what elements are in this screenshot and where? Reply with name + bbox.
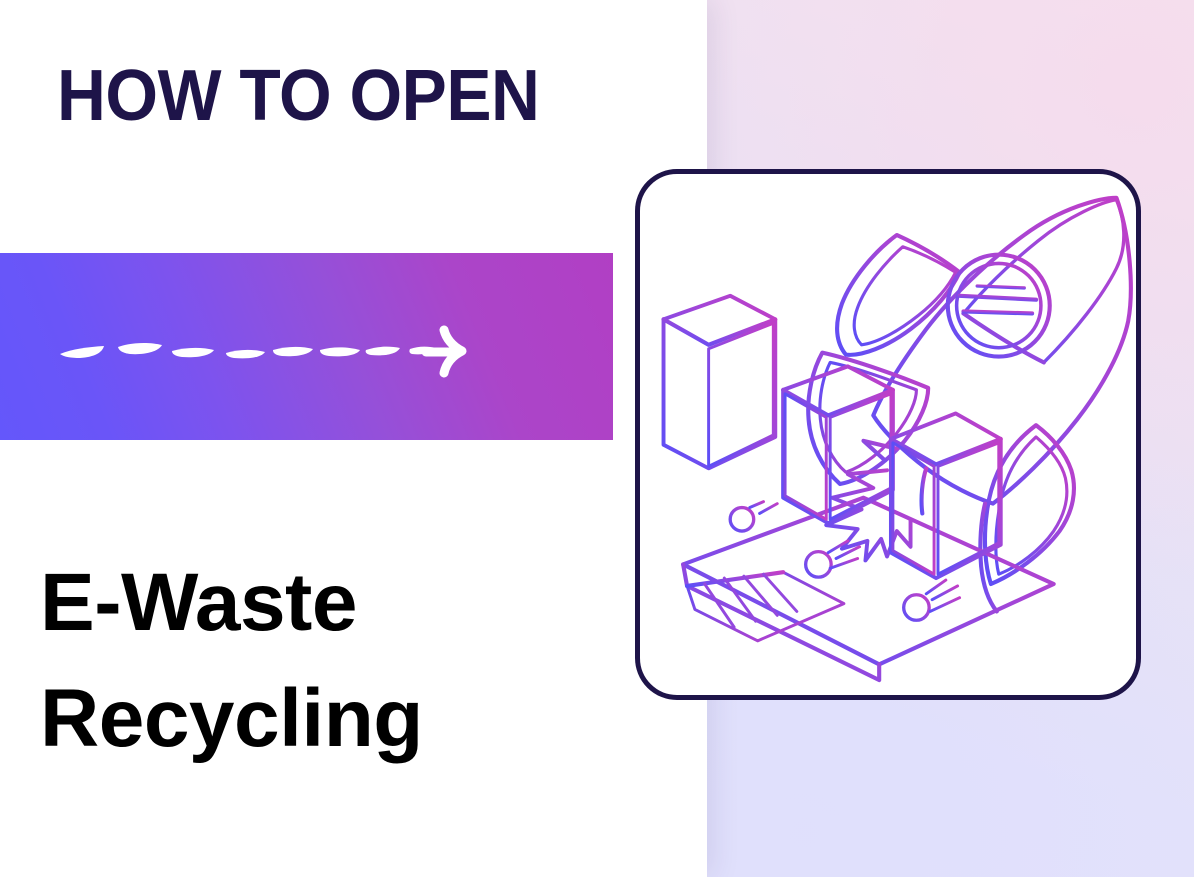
illustration-card xyxy=(635,169,1141,700)
isometric-bar-chart xyxy=(661,293,1056,683)
page-title: E-Waste Recycling xyxy=(40,545,660,778)
title-line-2: Recycling xyxy=(40,673,423,765)
dashed-arrow-icon xyxy=(58,325,467,378)
kicker-heading: HOW TO OPEN xyxy=(57,56,540,136)
title-line-1: E-Waste xyxy=(40,557,357,648)
